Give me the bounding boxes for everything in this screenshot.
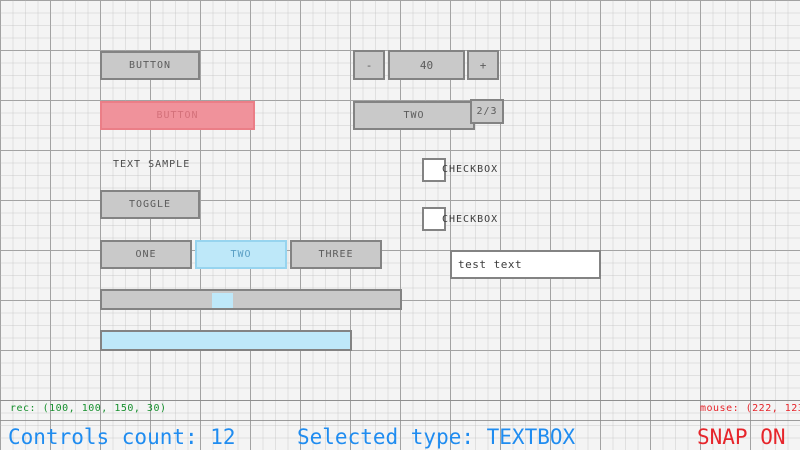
- status-bar-divider-bottom: [0, 420, 800, 421]
- status-bar-divider-top: [0, 400, 800, 401]
- slider-track[interactable]: [100, 289, 402, 310]
- toggle-group-option-one-label: ONE: [135, 249, 157, 260]
- toggle-group-option-three-label: THREE: [318, 249, 354, 260]
- slider-handle[interactable]: [212, 293, 233, 308]
- toggle-button-label: TOGGLE: [128, 199, 172, 210]
- spinner-increment-label: +: [479, 58, 487, 72]
- status-mouse-info: mouse: (222, 123): [700, 403, 800, 414]
- status-selected-type: Selected type: TEXTBOX: [297, 425, 576, 449]
- toggle-group-option-two-label: TWO: [230, 249, 252, 260]
- status-snap-state: SNAP ON: [697, 425, 786, 449]
- spinner-increment-button[interactable]: +: [467, 50, 499, 80]
- toggle-button[interactable]: TOGGLE: [100, 190, 200, 219]
- textbox-value: test text: [458, 258, 523, 271]
- progress-bar-track: [100, 330, 352, 351]
- text-sample-label: TEXT SAMPLE: [113, 159, 191, 170]
- checkbox-two[interactable]: [422, 207, 446, 231]
- dropdown-box[interactable]: TWO: [353, 101, 475, 130]
- checkbox-two-label: CHECKBOX: [442, 214, 499, 225]
- toggle-group-option-three[interactable]: THREE: [290, 240, 382, 269]
- button-normal-label: BUTTON: [128, 60, 172, 71]
- button-normal[interactable]: BUTTON: [100, 51, 200, 80]
- checkbox-one-label: CHECKBOX: [442, 164, 499, 175]
- dropdown-selected-label: TWO: [403, 110, 425, 121]
- spinner-decrement-button[interactable]: -: [353, 50, 385, 80]
- spinner-decrement-label: -: [365, 58, 373, 72]
- button-pressed-label: BUTTON: [156, 110, 199, 121]
- spinner-value: 40: [419, 58, 434, 72]
- textbox-input[interactable]: test text: [450, 250, 601, 279]
- dropdown-index-badge: 2/3: [470, 99, 504, 124]
- toggle-group-option-two[interactable]: TWO: [195, 240, 287, 269]
- progress-bar-fill: [102, 332, 350, 349]
- status-rec-info: rec: (100, 100, 150, 30): [10, 403, 167, 414]
- status-controls-count: Controls count: 12: [8, 425, 236, 449]
- dropdown-index-badge-label: 2/3: [476, 106, 498, 117]
- toggle-group-option-one[interactable]: ONE: [100, 240, 192, 269]
- checkbox-one[interactable]: [422, 158, 446, 182]
- spinner-value-field[interactable]: 40: [388, 50, 465, 80]
- button-pressed[interactable]: BUTTON: [100, 101, 255, 130]
